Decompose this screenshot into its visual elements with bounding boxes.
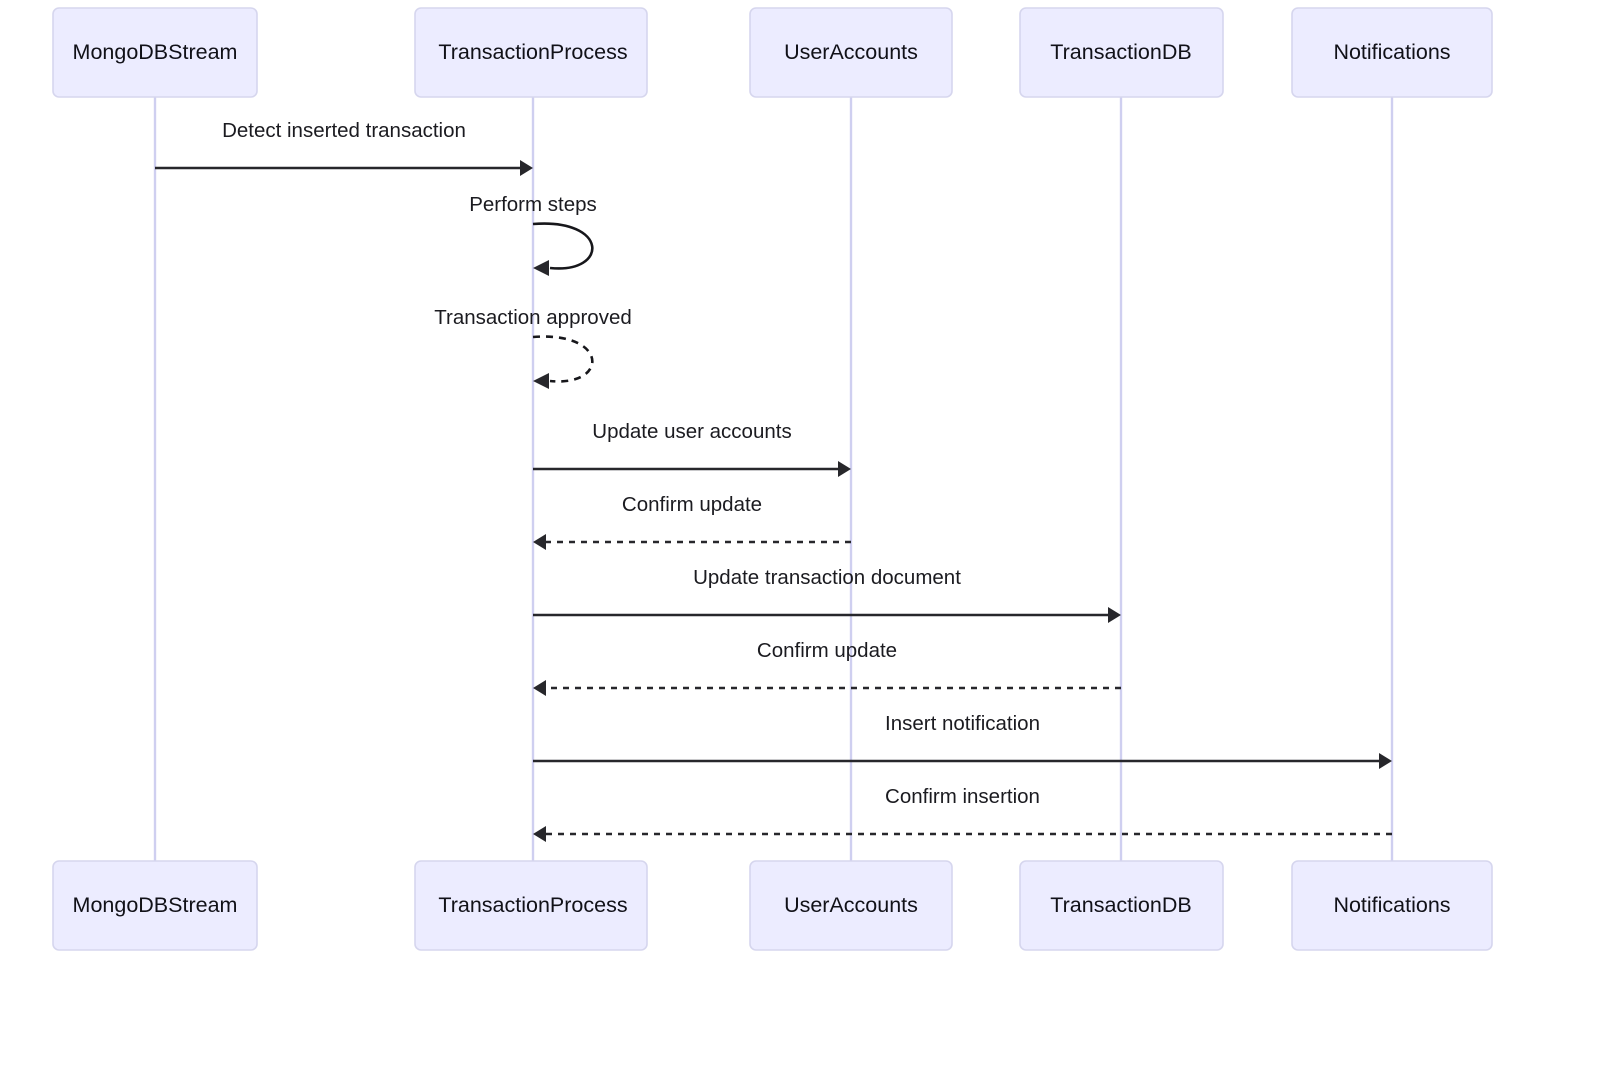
participant-label-transactiondb-bottom: TransactionDB [1050,893,1191,917]
participant-mongodbstream-bottom[interactable]: MongoDBStream [52,860,258,951]
message-label: Detect inserted transaction [222,119,466,142]
arrowhead-left [533,826,546,842]
message-8-insert-notification[interactable]: Insert notification [533,712,1392,769]
message-label: Update user accounts [592,420,791,443]
participant-box-notifications-bottom[interactable] [1291,860,1493,951]
message-1-detect-inserted-transaction[interactable]: Detect inserted transaction [155,119,533,176]
top-participant-boxes: MongoDBStream TransactionProcess UserAccou… [52,7,1493,98]
arrowhead-right [520,160,533,176]
arrowhead-left [533,260,549,276]
participant-box-transactionprocess-bottom[interactable] [414,860,648,951]
participant-box-useraccounts-bottom[interactable] [749,860,953,951]
participant-box-mongodbstream-bottom[interactable] [52,860,258,951]
participant-label-notifications-bottom: Notifications [1333,893,1450,917]
participant-notifications-top[interactable]: Notifications [1291,7,1493,98]
message-label: Transaction approved [434,306,632,329]
participant-transactionprocess-top[interactable]: TransactionProcess [414,7,648,98]
participant-label-mongodbstream-top: MongoDBStream [73,40,238,64]
self-loop-path [532,335,594,383]
arrowhead-right [838,461,851,477]
message-9-confirm-insertion[interactable]: Confirm insertion [533,785,1392,842]
message-5-confirm-update[interactable]: Confirm update [533,493,851,550]
lifelines-group [153,97,1394,861]
participant-box-notifications-top[interactable] [1291,7,1493,98]
message-label: Confirm insertion [885,785,1040,808]
participant-label-transactiondb-top: TransactionDB [1050,40,1191,64]
participant-transactiondb-bottom[interactable]: TransactionDB [1019,860,1224,951]
participant-label-transactionprocess-top: TransactionProcess [438,40,627,64]
participant-box-transactionprocess-top[interactable] [414,7,648,98]
participant-label-notifications-top: Notifications [1333,40,1450,64]
self-loop-path [532,222,594,270]
message-6-update-transaction-document[interactable]: Update transaction document [533,566,1121,623]
participant-transactiondb-top[interactable]: TransactionDB [1019,7,1224,98]
message-label: Confirm update [622,493,762,516]
arrowhead-right [1379,753,1392,769]
participant-label-mongodbstream-bottom: MongoDBStream [73,893,238,917]
message-label: Insert notification [885,712,1040,735]
message-7-confirm-update[interactable]: Confirm update [533,639,1121,696]
participant-box-transactiondb-top[interactable] [1019,7,1224,98]
participant-box-mongodbstream-top[interactable] [52,7,258,98]
arrowhead-right [1108,607,1121,623]
participant-label-useraccounts-bottom: UserAccounts [784,893,918,917]
message-3-transaction-approved[interactable]: Transaction approved [434,306,632,389]
message-label: Confirm update [757,639,897,662]
participant-transactionprocess-bottom[interactable]: TransactionProcess [414,860,648,951]
participant-useraccounts-top[interactable]: UserAccounts [749,7,953,98]
message-label: Perform steps [469,193,597,216]
participant-box-useraccounts-top[interactable] [749,7,953,98]
arrowhead-left [533,534,546,550]
arrowhead-left [533,680,546,696]
bottom-participant-boxes: MongoDBStream TransactionProcess UserAccou… [52,860,1493,951]
participant-label-useraccounts-top: UserAccounts [784,40,918,64]
participant-notifications-bottom[interactable]: Notifications [1291,860,1493,951]
message-4-update-user-accounts[interactable]: Update user accounts [533,420,851,477]
participant-mongodbstream-top[interactable]: MongoDBStream [52,7,258,98]
participant-box-transactiondb-bottom[interactable] [1019,860,1224,951]
message-label: Update transaction document [693,566,961,589]
message-2-perform-steps[interactable]: Perform steps [469,193,597,276]
participant-label-transactionprocess-bottom: TransactionProcess [438,893,627,917]
participant-useraccounts-bottom[interactable]: UserAccounts [749,860,953,951]
arrowhead-left [533,373,549,389]
